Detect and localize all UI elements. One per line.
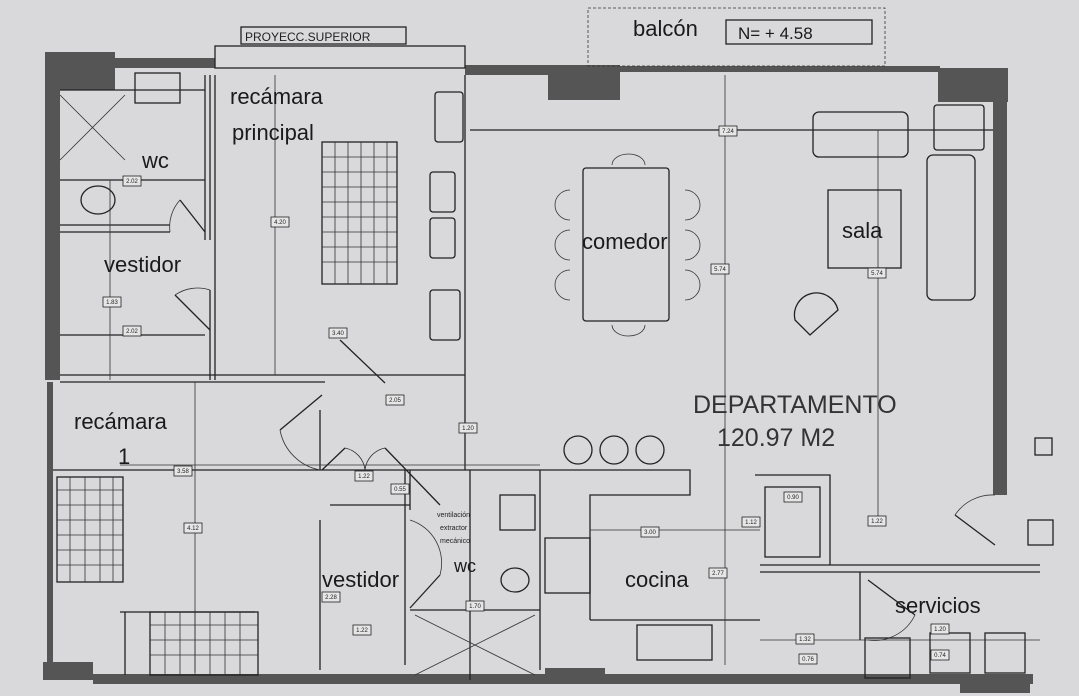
vestidor-2-label: vestidor (322, 567, 399, 592)
dimension-label: 1.22 (358, 474, 370, 480)
dimension-box (390, 483, 410, 495)
dimension-box (385, 394, 405, 406)
dimension-box (321, 591, 341, 603)
recamara-principal-label-2: principal (232, 120, 314, 145)
dimension-label: 3.58 (177, 469, 189, 475)
sala-label: sala (842, 218, 883, 243)
dimension-box (328, 327, 348, 339)
dimension-label: 3.40 (332, 331, 344, 337)
dimension-label: 0.90 (787, 495, 799, 501)
dimension-label: 2.28 (325, 595, 337, 601)
dimension-box (930, 649, 950, 661)
dimension-label: 4.12 (187, 526, 199, 532)
dimension-box (173, 465, 193, 477)
dimension-label: 2.02 (126, 179, 138, 185)
dimension-label: 1.22 (356, 628, 368, 634)
dimension-box (930, 623, 950, 635)
dimension-label: 7.24 (722, 129, 734, 135)
vestidor-label: vestidor (104, 252, 181, 277)
recamara-1-label: recámara (74, 409, 168, 434)
ventilacion-label: ventilación (437, 512, 470, 519)
comedor-label: comedor (582, 229, 668, 254)
dimension-box (783, 491, 803, 503)
recamara-1-number: 1 (118, 444, 130, 469)
dimension-label: 0.55 (394, 487, 406, 493)
dimension-labels: 2.02 4.20 1.83 2.02 3.40 2.05 1.20 3.58 4.12 1.22… (102, 125, 950, 665)
dimension-label: 1.83 (106, 300, 118, 306)
ventilacion-label-3: mecánico (440, 538, 470, 545)
dimension-label: 1.20 (462, 426, 474, 432)
dimension-box (102, 296, 122, 308)
dimension-label: 1.22 (871, 519, 883, 525)
balcony-projection (214, 7, 886, 69)
furniture (56, 72, 1054, 679)
dimension-box (798, 653, 818, 665)
dimension-label: 1.70 (469, 604, 481, 610)
dimension-label: 5.74 (714, 267, 726, 273)
dimension-box (458, 422, 478, 434)
dimension-box (352, 624, 372, 636)
dimension-label: 1.20 (934, 627, 946, 633)
area-label: 120.97 M2 (717, 424, 835, 452)
dimension-box (122, 175, 142, 187)
ventilacion-label-2: extractor (440, 525, 468, 532)
dimension-box (867, 267, 887, 279)
proyeccion-label: PROYECC.SUPERIOR (245, 30, 371, 44)
departamento-title: DEPARTAMENTO (693, 391, 897, 419)
dimension-box (710, 263, 730, 275)
balcon-label: balcón (633, 16, 698, 41)
dimension-label: 2.05 (389, 398, 401, 404)
dimension-label: 2.02 (126, 329, 138, 335)
recamara-principal-label: recámara (230, 84, 324, 109)
cocina-label: cocina (625, 567, 689, 592)
room-labels: PROYECC.SUPERIOR balcón N= + 4.58 recáma… (74, 16, 981, 618)
wc-2-label: wc (453, 556, 476, 576)
dimension-box (718, 125, 738, 137)
dimension-box (640, 526, 660, 538)
dimension-box (183, 522, 203, 534)
dimension-box (708, 567, 728, 579)
dimension-box (354, 470, 374, 482)
servicios-label: servicios (895, 593, 981, 618)
dimension-box (465, 600, 485, 612)
interior-walls (53, 75, 1040, 680)
dimension-label: 1.12 (745, 520, 757, 526)
dimension-label: 0.74 (934, 653, 946, 659)
level-label: N= + 4.58 (738, 24, 813, 43)
dimension-label: 2.77 (712, 571, 724, 577)
wc-label: wc (141, 148, 169, 173)
dimension-box (270, 216, 290, 228)
dimension-box (122, 325, 142, 337)
dimension-box (741, 516, 761, 528)
dimension-label: 3.00 (644, 530, 656, 536)
dimension-label: 5.74 (871, 271, 883, 277)
dimension-label: 4.20 (274, 220, 286, 226)
dimension-label: 0.76 (802, 657, 814, 663)
walls (43, 52, 1033, 693)
dimension-label: 1.32 (799, 637, 811, 643)
dimension-box (795, 633, 815, 645)
dimension-box (867, 515, 887, 527)
